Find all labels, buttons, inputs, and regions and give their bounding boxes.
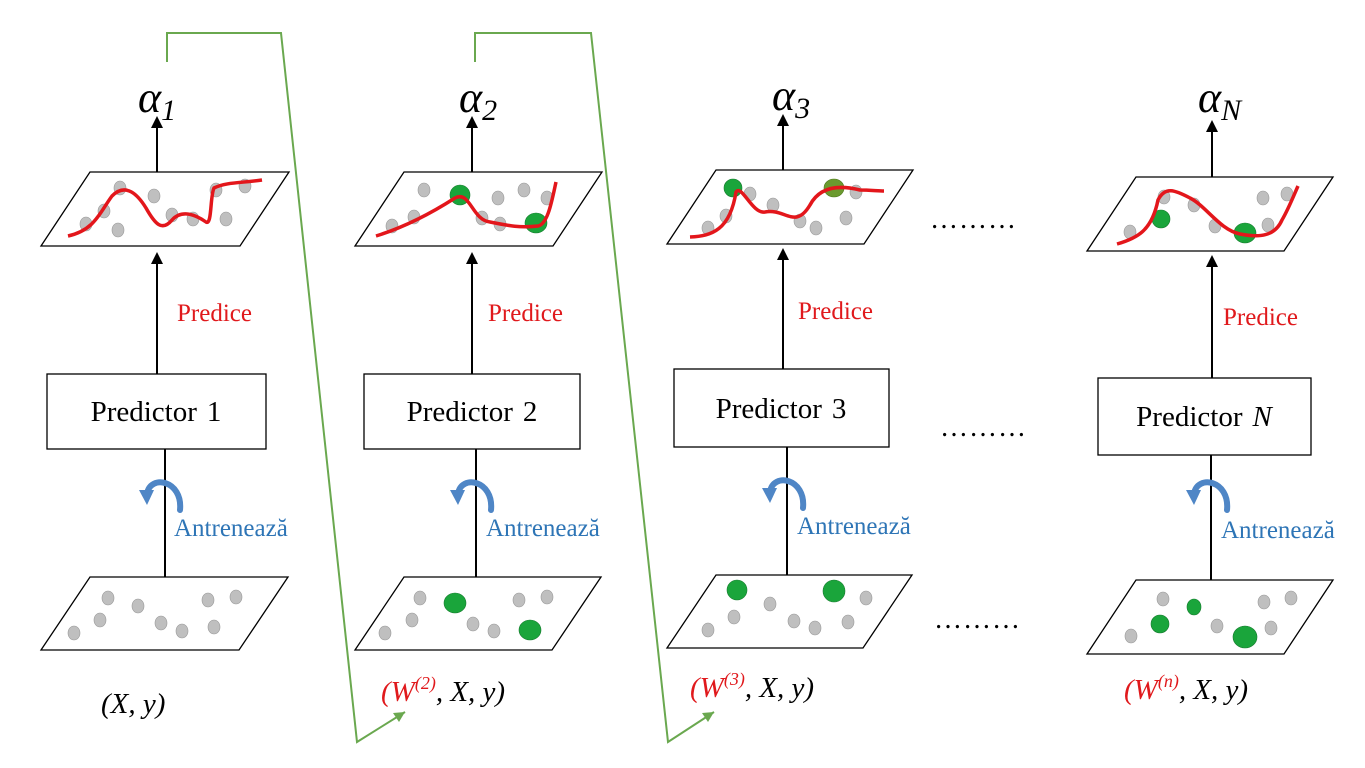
train-label: Antrenează — [1221, 517, 1335, 544]
training-plane — [353, 576, 603, 651]
stage-1: α1 Predice — [39, 73, 291, 720]
predictor-index: 1 — [207, 396, 222, 428]
predictor-name: Predictor — [1136, 401, 1243, 433]
alpha-n-label: αN — [1198, 73, 1243, 127]
output-arrow — [1206, 120, 1218, 177]
ellipsis-planes: ……… — [930, 204, 1017, 235]
stage-n: αN Predice — [1085, 73, 1335, 706]
predictor-box: Predictor 1 — [46, 373, 267, 450]
predict-label: Predice — [488, 300, 563, 327]
train-label: Antrenează — [174, 515, 288, 542]
predict-arrow — [151, 252, 163, 374]
prediction-plane — [353, 171, 604, 247]
train-label: Antrenează — [486, 515, 600, 542]
dataset-label: (X, y) — [101, 688, 165, 720]
alpha-1-label: α1 — [138, 73, 176, 127]
prediction-plane — [1085, 176, 1335, 252]
training-plane — [39, 576, 290, 651]
weight-transfer-arrow-1 — [166, 32, 406, 744]
stage-2: α2 — [353, 73, 604, 708]
ellipsis-predictors: ……… — [940, 412, 1027, 443]
output-arrow — [777, 114, 789, 170]
train-label: Antrenează — [797, 513, 911, 540]
predict-arrow — [466, 252, 478, 374]
predictor-name: Predictor — [407, 396, 514, 428]
predictor-index: N — [1251, 401, 1273, 433]
dataset-label: (W(2), X, y) — [381, 673, 505, 708]
prediction-plane — [39, 171, 291, 247]
predictor-box: Predictor 2 — [363, 373, 581, 450]
predict-label: Predice — [798, 298, 873, 325]
curved-arrow-icon — [139, 479, 184, 513]
predictor-name: Predictor — [91, 396, 198, 428]
predict-arrow — [777, 248, 789, 369]
predictor-index: 3 — [832, 393, 847, 425]
curved-arrow-icon — [762, 477, 807, 511]
curved-arrow-icon — [450, 479, 495, 513]
curved-arrow-icon — [1186, 479, 1231, 513]
predict-arrow — [1206, 255, 1218, 378]
training-plane — [1085, 579, 1335, 655]
predictor-name: Predictor — [716, 393, 823, 425]
stage-3: α3 — [665, 71, 915, 704]
dataset-label: (W(n), X, y) — [1124, 671, 1248, 706]
predict-label: Predice — [1223, 304, 1298, 331]
predict-label: Predice — [177, 300, 252, 327]
output-arrow — [151, 116, 163, 172]
ellipsis-datasets: ……… — [934, 604, 1021, 635]
predictor-box: Predictor 3 — [673, 368, 890, 448]
alpha-3-label: α3 — [772, 71, 810, 125]
weight-transfer-arrow-2 — [474, 32, 715, 744]
dataset-label: (W(3), X, y) — [690, 669, 814, 704]
output-arrow — [466, 116, 478, 172]
prediction-plane — [665, 169, 915, 245]
predictor-index: 2 — [523, 396, 538, 428]
alpha-2-label: α2 — [459, 73, 497, 127]
training-plane — [665, 574, 914, 649]
